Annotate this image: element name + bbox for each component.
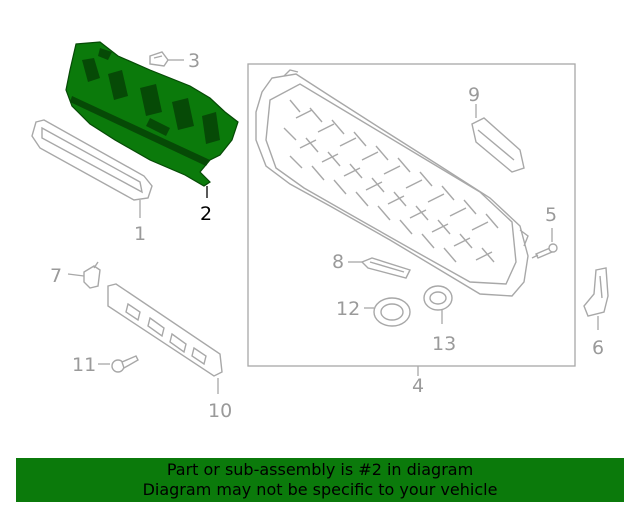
callout-11[interactable]: 11 bbox=[72, 354, 96, 376]
callout-1[interactable]: 1 bbox=[134, 223, 146, 245]
callout-7[interactable]: 7 bbox=[50, 265, 62, 287]
callout-13[interactable]: 13 bbox=[432, 333, 456, 355]
part-3-clip[interactable] bbox=[149, 51, 169, 67]
part-11-screw[interactable] bbox=[111, 355, 139, 373]
part-9-cover[interactable] bbox=[471, 117, 525, 173]
banner-line-2: Diagram may not be specific to your vehi… bbox=[142, 480, 498, 499]
callout-10[interactable]: 10 bbox=[208, 400, 232, 422]
part-8-molding[interactable] bbox=[360, 257, 411, 279]
callout-2[interactable]: 2 bbox=[200, 203, 212, 225]
callout-3[interactable]: 3 bbox=[188, 50, 200, 72]
part-4-assembly-box bbox=[247, 63, 576, 367]
info-banner: Part or sub-assembly is #2 in diagram Di… bbox=[16, 458, 624, 502]
part-10-plate[interactable] bbox=[107, 283, 223, 377]
part-12-ring[interactable] bbox=[373, 297, 411, 327]
callout-9[interactable]: 9 bbox=[468, 84, 480, 106]
part-4-main-grille[interactable] bbox=[255, 69, 529, 297]
callout-5[interactable]: 5 bbox=[545, 204, 557, 226]
callout-8[interactable]: 8 bbox=[332, 251, 344, 273]
leader-7 bbox=[67, 273, 85, 277]
callout-6[interactable]: 6 bbox=[592, 337, 604, 359]
callout-4[interactable]: 4 bbox=[412, 375, 424, 397]
banner-line-1: Part or sub-assembly is #2 in diagram bbox=[166, 460, 474, 479]
part-1-lower-grille[interactable] bbox=[31, 119, 153, 201]
part-6-side-bracket[interactable] bbox=[583, 267, 609, 317]
part-13-ring[interactable] bbox=[423, 285, 453, 311]
part-2-grille-bracket[interactable] bbox=[65, 41, 239, 187]
callout-12[interactable]: 12 bbox=[336, 298, 360, 320]
part-7-clip[interactable] bbox=[83, 261, 101, 289]
part-5-screw[interactable] bbox=[531, 243, 558, 259]
